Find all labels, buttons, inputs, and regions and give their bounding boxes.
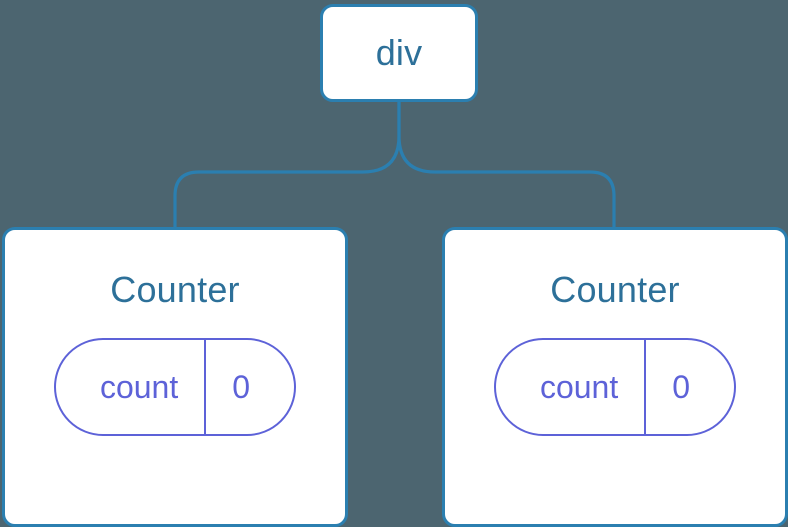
state-key-right: count [539, 369, 619, 405]
node-counter-left-title: Counter [110, 269, 240, 310]
node-div[interactable]: div [320, 4, 478, 102]
diagram-canvas: div Counter count 0 Counter count 0 [2, 4, 788, 527]
state-value-left: 0 [232, 369, 251, 405]
state-pill-right[interactable]: count 0 [493, 338, 737, 436]
edge-root-to-right-counter [397, 99, 616, 231]
node-counter-right[interactable]: Counter count 0 [442, 227, 788, 527]
node-div-label: div [375, 32, 423, 73]
edge-root-to-left-counter [173, 99, 401, 231]
state-pill-divider-right [644, 340, 647, 434]
node-counter-left[interactable]: Counter count 0 [2, 227, 348, 527]
state-value-right: 0 [672, 369, 691, 405]
state-pill-left[interactable]: count 0 [53, 338, 297, 436]
state-key-left: count [99, 369, 179, 405]
state-pill-divider-left [204, 340, 207, 434]
node-counter-right-title: Counter [550, 269, 680, 310]
